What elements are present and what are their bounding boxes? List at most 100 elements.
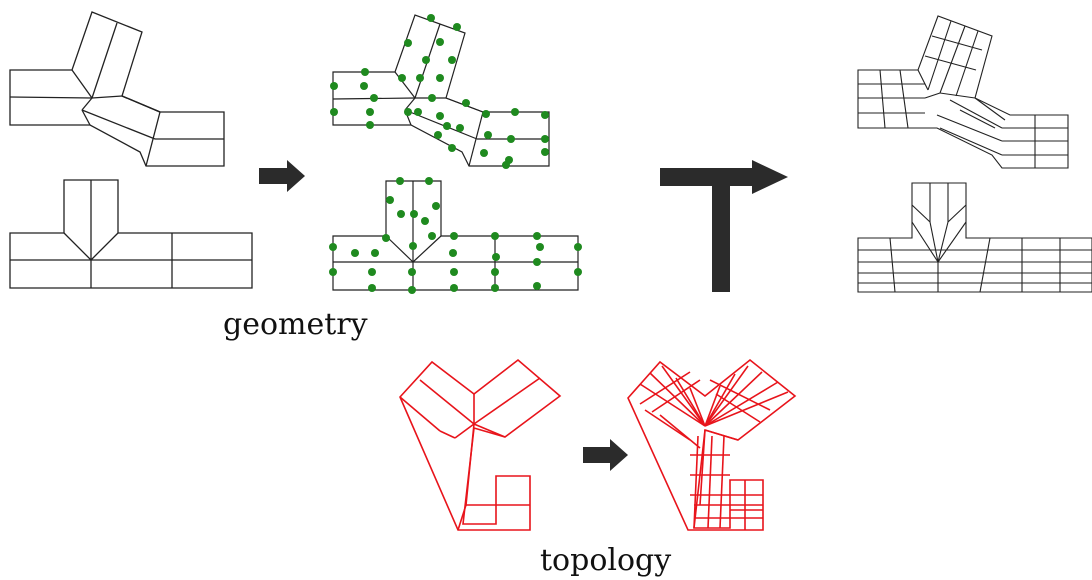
mesh-edge [704,385,721,427]
mesh-edge [937,221,967,263]
sample-point [436,112,444,120]
y-shape-sampled-mesh [332,14,550,167]
sample-point [371,249,379,257]
mesh-edge [979,237,991,293]
mesh-edge [929,221,939,263]
sample-point [382,234,390,242]
y-shape-sample-points [330,14,549,169]
mesh-edge [937,221,949,263]
sample-point [361,68,369,76]
mesh-outline [627,358,797,531]
sample-point [541,148,549,156]
mesh-edge [704,373,736,427]
mesh-edge [709,379,771,411]
sample-point [397,210,405,218]
mesh-edge [399,396,441,432]
mesh-edge [659,414,701,449]
sample-point [448,144,456,152]
t-junction-arrow [660,160,788,292]
mesh-edge [939,25,966,94]
mesh-edge [457,504,467,531]
sample-point [404,39,412,47]
mesh-edge [911,204,931,223]
sample-point [408,268,416,276]
t-shape-refined-mesh [857,182,1092,293]
mesh-edge [454,423,475,439]
sample-point [533,282,541,290]
sample-point [368,284,376,292]
sample-point [360,82,368,90]
sample-point [482,110,490,118]
mesh-edge [439,430,456,439]
sample-point [453,23,461,31]
mesh-edge [924,55,977,71]
t-shape-coarse-mesh [9,179,253,289]
mesh-edge [936,114,1003,142]
sample-point [574,243,582,251]
mesh-edge [693,435,699,529]
sample-point [425,177,433,185]
sample-point [351,249,359,257]
sample-point [491,268,499,276]
mesh-edge [473,377,541,425]
sample-point [536,243,544,251]
mesh-outline [857,182,1092,293]
sample-point [432,202,440,210]
mesh-edge [704,381,779,427]
sample-point [533,258,541,266]
sample-point [502,161,510,169]
sample-point [436,38,444,46]
sample-point [408,286,416,294]
mesh-edge [947,204,967,223]
sample-point [330,108,338,116]
sample-point [368,268,376,276]
sample-point [511,108,519,116]
sample-point [422,56,430,64]
mesh-edge [927,20,952,91]
sample-point [366,121,374,129]
sample-point [436,74,444,82]
mesh-edge [889,237,896,293]
mesh-edge [917,69,929,91]
mesh-edge [719,435,725,529]
sample-point [427,14,435,22]
sample-point [541,135,549,143]
sample-point [409,242,417,250]
small-arrow-geometry [259,160,305,192]
y-shape-refined-mesh [857,15,1069,169]
sample-point [428,232,436,240]
mesh-edge [704,391,789,427]
sample-point [396,177,404,185]
mesh-outline [857,15,1069,169]
sample-point [448,56,456,64]
sample-point [574,268,582,276]
mesh-edge [959,109,996,129]
mesh-edge [911,221,939,263]
mesh-edge [974,97,1006,121]
small-arrow-topology [583,439,628,471]
sample-point [330,82,338,90]
mesh-edge [939,92,976,99]
sample-point [404,108,412,116]
mesh-edge [704,371,763,427]
sample-point [329,268,337,276]
sample-point [491,284,499,292]
sample-point [449,249,457,257]
sample-point [480,149,488,157]
t-shape-sample-points [329,177,582,294]
mesh-edge [661,365,706,427]
sample-point [414,108,422,116]
topology-label: topology [540,543,671,578]
mesh-edge [931,35,983,51]
sample-point [421,217,429,225]
mesh-edge [473,423,506,438]
sample-point [450,268,458,276]
sample-point [484,131,492,139]
sample-point [491,232,499,240]
sample-point [370,94,378,102]
mesh-edge [675,377,706,427]
sample-point [507,135,515,143]
mesh-edge [699,429,706,506]
mesh-edge [644,409,691,441]
